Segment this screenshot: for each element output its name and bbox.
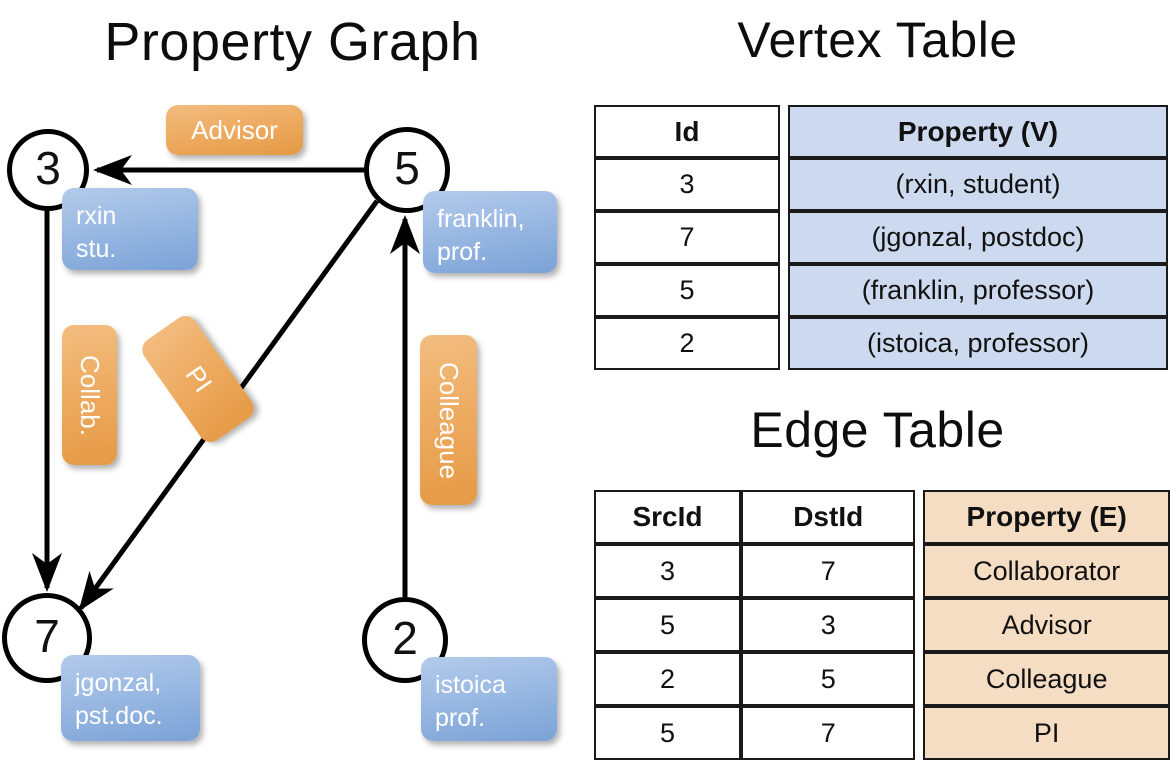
- table-column-gap: [915, 706, 924, 760]
- edge-table-header-srcid: SrcId: [594, 490, 741, 544]
- graph-node-2[interactable]: 2: [362, 597, 448, 683]
- vertex-property-line-1: franklin,: [437, 205, 525, 233]
- edge-label-advisor-text: Advisor: [191, 114, 278, 145]
- edge-cell-property: Collaborator: [923, 544, 1170, 598]
- vertex-cell-id: 2: [594, 317, 780, 370]
- vertex-cell-property: (franklin, professor): [788, 264, 1168, 317]
- table-row: 3 7 Collaborator: [594, 544, 1170, 598]
- edge-table-header-row: SrcId DstId Property (E): [594, 490, 1170, 544]
- vertex-property-box-5: franklin, prof.: [423, 191, 557, 273]
- vertex-property-line-2: stu.: [76, 235, 117, 263]
- table-column-gap: [915, 544, 924, 598]
- page-title-property-graph: Property Graph: [104, 12, 481, 72]
- graph-node-2-label: 2: [392, 612, 418, 664]
- vertex-cell-property: (jgonzal, postdoc): [788, 211, 1168, 264]
- table-column-gap: [780, 211, 788, 264]
- vertex-cell-id: 7: [594, 211, 780, 264]
- graph-node-7-label: 7: [34, 610, 60, 662]
- vertex-table-header-id: Id: [594, 105, 780, 158]
- vertex-property-line-2: prof.: [435, 704, 486, 732]
- edge-cell-dstid: 7: [740, 706, 916, 760]
- vertex-cell-property: (istoica, professor): [788, 317, 1168, 370]
- property-graph-panel: Property Graph rxin stu. franklin, prof.…: [2, 12, 557, 741]
- table-row: 5 7 PI: [594, 706, 1170, 760]
- edge-cell-srcid: 5: [594, 598, 741, 652]
- vertex-property-box-2: istoica prof.: [421, 657, 557, 741]
- edge-cell-dstid: 7: [740, 544, 916, 598]
- table-column-gap: [915, 490, 924, 544]
- edge-cell-srcid: 2: [594, 652, 741, 706]
- edge-label-advisor: Advisor: [166, 105, 303, 155]
- vertex-table: Id Property (V) 3 (rxin, student) 7 (jgo…: [594, 105, 1168, 370]
- edge-label-colleague-text: Colleague: [434, 361, 464, 479]
- vertex-property-line-2: pst.doc.: [75, 702, 163, 730]
- edge-cell-dstid: 3: [740, 598, 916, 652]
- table-row: 3 (rxin, student): [594, 158, 1168, 211]
- edge-cell-property: Advisor: [923, 598, 1170, 652]
- vertex-table-header-row: Id Property (V): [594, 105, 1168, 158]
- edge-label-collab-text: Collab.: [75, 354, 105, 436]
- table-column-gap: [780, 264, 788, 317]
- table-column-gap: [915, 652, 924, 706]
- edge-label-colleague: Colleague: [420, 335, 477, 505]
- vertex-property-line-2: prof.: [437, 238, 488, 266]
- edge-table-header-dstid: DstId: [740, 490, 916, 544]
- graph-node-5[interactable]: 5: [364, 127, 450, 213]
- table-column-gap: [780, 317, 788, 370]
- edge-cell-srcid: 5: [594, 706, 741, 760]
- vertex-property-box-7: jgonzal, pst.doc.: [61, 655, 200, 741]
- vertex-cell-id: 3: [594, 158, 780, 211]
- edge-cell-srcid: 3: [594, 544, 741, 598]
- vertex-property-box-3: rxin stu.: [62, 188, 198, 270]
- edge-cell-property: Colleague: [923, 652, 1170, 706]
- edge-label-pi-text: PI: [179, 360, 218, 398]
- edge-cell-property: PI: [923, 706, 1170, 760]
- edge-label-collab: Collab.: [62, 325, 117, 465]
- graph-node-3-label: 3: [35, 142, 61, 194]
- table-row: 2 (istoica, professor): [594, 317, 1168, 370]
- edge-cell-dstid: 5: [740, 652, 916, 706]
- table-column-gap: [780, 105, 788, 158]
- table-row: 5 (franklin, professor): [594, 264, 1168, 317]
- vertex-cell-property: (rxin, student): [788, 158, 1168, 211]
- table-row: 7 (jgonzal, postdoc): [594, 211, 1168, 264]
- graph-node-5-label: 5: [394, 142, 420, 194]
- vertex-table-header-property: Property (V): [788, 105, 1168, 158]
- page-title-vertex-table: Vertex Table: [737, 12, 1018, 68]
- vertex-property-line-1: istoica: [435, 671, 506, 699]
- table-column-gap: [780, 158, 788, 211]
- page-title-edge-table: Edge Table: [750, 402, 1005, 458]
- table-row: 2 5 Colleague: [594, 652, 1170, 706]
- edge-table-header-property: Property (E): [923, 490, 1170, 544]
- vertex-property-line-1: rxin: [76, 202, 117, 230]
- vertex-property-line-1: jgonzal,: [75, 669, 162, 697]
- table-column-gap: [915, 598, 924, 652]
- table-row: 5 3 Advisor: [594, 598, 1170, 652]
- vertex-cell-id: 5: [594, 264, 780, 317]
- edge-table: SrcId DstId Property (E) 3 7 Collaborato…: [594, 490, 1170, 760]
